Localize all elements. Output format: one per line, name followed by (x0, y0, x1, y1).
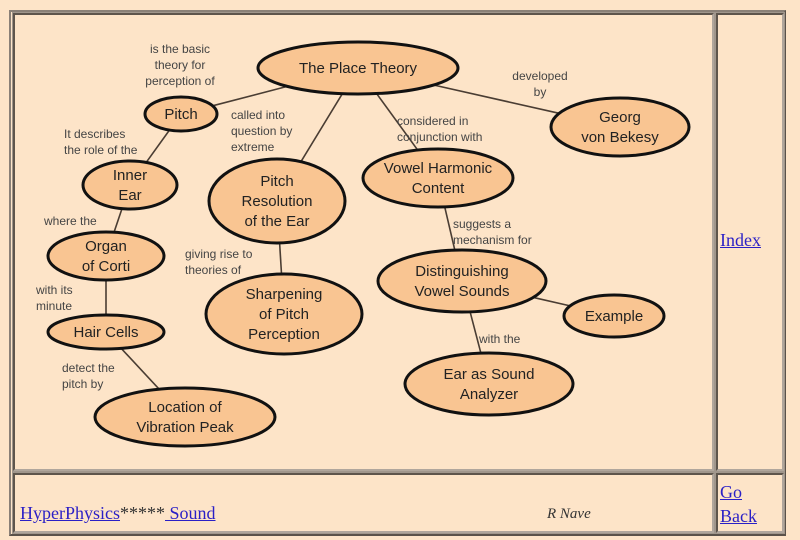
footer-links: HyperPhysics***** Sound (20, 503, 216, 524)
author-credit: R Nave (547, 506, 591, 522)
node-ellipse[interactable] (256, 40, 460, 96)
link-hair_cells-vibration_peak (120, 347, 160, 390)
link-vowel_harmonic-distinguishing (443, 206, 456, 251)
link-label-distinguishing-ear_analyzer: with the (478, 332, 521, 346)
sound-link[interactable]: Sound (165, 503, 216, 523)
node-ellipse[interactable] (549, 96, 691, 158)
node-example[interactable]: Example (562, 293, 666, 339)
node-ellipse[interactable] (46, 230, 166, 282)
node-ellipse[interactable] (207, 157, 347, 245)
node-ellipse[interactable] (376, 248, 548, 314)
link-pitch_resolution-sharpening (278, 242, 283, 275)
link-place_theory-vowel_harmonic (375, 93, 419, 151)
node-label: The Place Theory (299, 60, 418, 77)
link-pitch-inner_ear (145, 129, 171, 163)
link-distinguishing-example (533, 296, 571, 307)
link-inner_ear-organ_corti (113, 208, 123, 233)
go-back-line1: Go (720, 482, 742, 502)
node-ellipse[interactable] (46, 313, 166, 351)
link-place_theory-bekesy (433, 84, 560, 115)
index-link[interactable]: Index (720, 230, 761, 250)
node-ellipse[interactable] (562, 293, 666, 339)
node-place_theory[interactable]: The Place Theory (256, 40, 460, 96)
node-hair_cells[interactable]: Hair Cells (46, 313, 166, 351)
link-place_theory-pitch (212, 85, 288, 107)
link-label-inner_ear-organ_corti: where the (43, 214, 97, 228)
node-ellipse[interactable] (361, 147, 515, 209)
node-label: Pitch (164, 106, 197, 123)
go-back-line2: Back (720, 506, 757, 526)
index-cell (715, 12, 785, 472)
node-ellipse[interactable] (81, 159, 179, 211)
node-label: Example (585, 308, 643, 325)
footer-cell (12, 472, 715, 534)
separator: ***** (120, 503, 165, 523)
node-label: Hair Cells (73, 324, 138, 341)
go-back-cell (715, 472, 785, 534)
node-ellipse[interactable] (143, 95, 219, 133)
node-ellipse[interactable] (403, 351, 575, 417)
link-distinguishing-ear_analyzer (469, 311, 482, 354)
concept-map-cell (12, 12, 715, 472)
layout-table (9, 10, 786, 536)
hyperphysics-link[interactable]: HyperPhysics (20, 503, 120, 523)
node-ellipse[interactable] (93, 386, 277, 448)
node-ellipse[interactable] (204, 272, 364, 356)
node-pitch[interactable]: Pitch (143, 95, 219, 133)
link-place_theory-pitch_resolution (300, 93, 344, 163)
